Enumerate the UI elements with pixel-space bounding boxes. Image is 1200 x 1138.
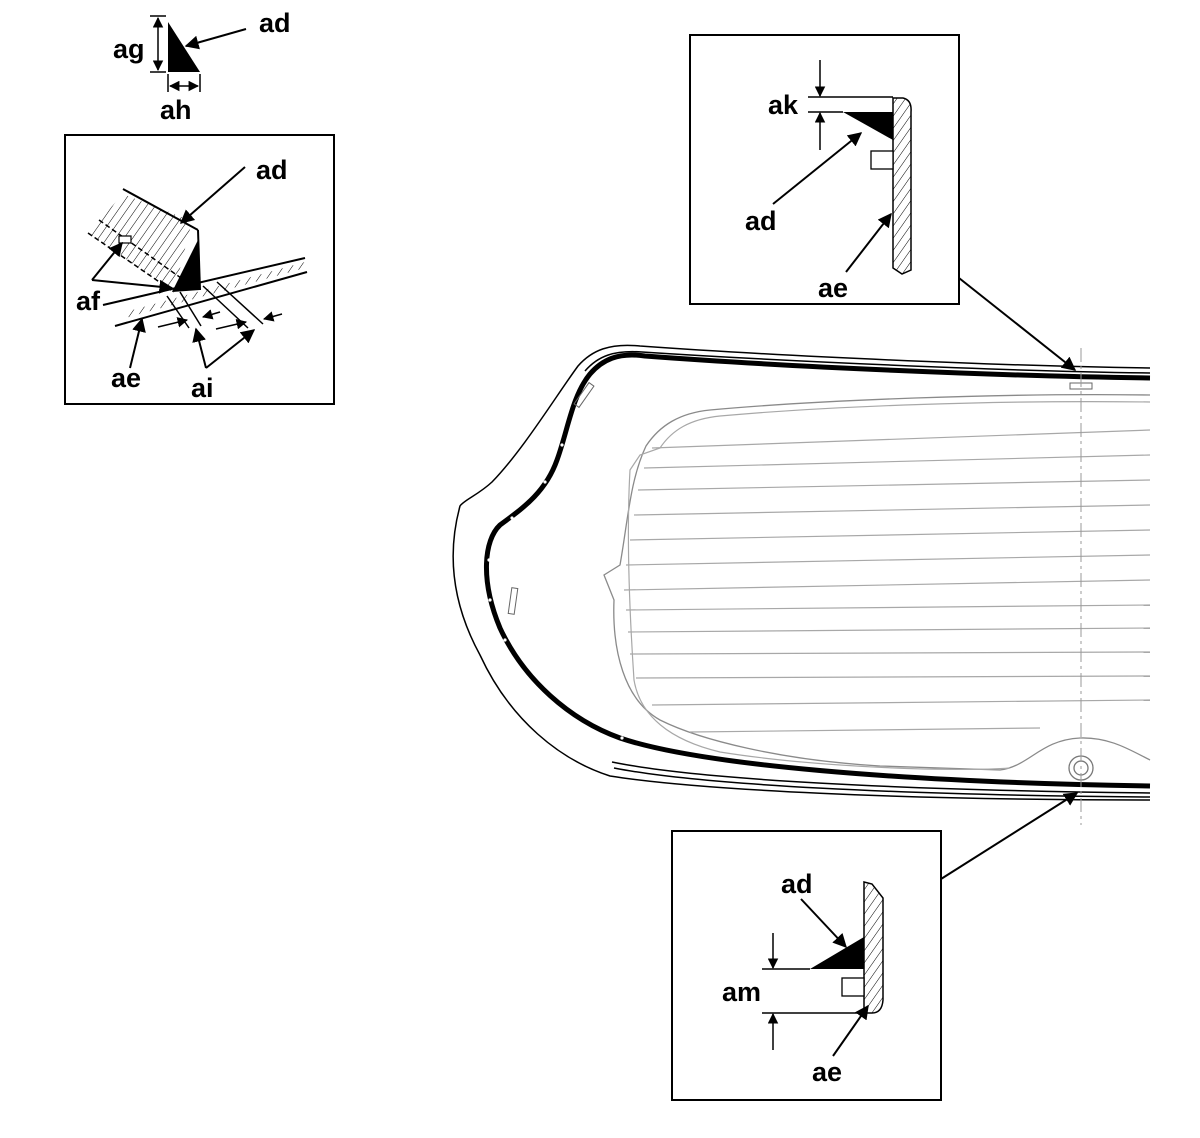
label-top-width: ah xyxy=(160,95,192,125)
label-detail-adhesive: ad xyxy=(256,155,288,185)
detail-box-left: ad af ae ai xyxy=(64,134,335,405)
bead-profile: ad ag ah xyxy=(113,8,291,125)
label-detail-gap: ai xyxy=(191,373,214,403)
rear-glass-panel xyxy=(452,344,1151,825)
label-upper-offset: ak xyxy=(768,90,799,120)
detail-box-upper: ak ad ae xyxy=(689,34,960,305)
label-top-height: ag xyxy=(113,34,145,64)
detail-box-lower: ad am ae xyxy=(671,830,942,1101)
label-detail-glass: ae xyxy=(111,363,141,393)
label-upper-adhesive: ad xyxy=(745,206,777,236)
defroster-lines xyxy=(623,429,1151,733)
label-lower-glass: ae xyxy=(812,1057,842,1087)
label-lower-adhesive: ad xyxy=(781,869,813,899)
label-lower-offset: am xyxy=(722,977,761,1007)
label-top-adhesive: ad xyxy=(259,8,291,38)
label-detail-spacer: af xyxy=(76,286,101,316)
label-upper-glass: ae xyxy=(818,273,848,303)
